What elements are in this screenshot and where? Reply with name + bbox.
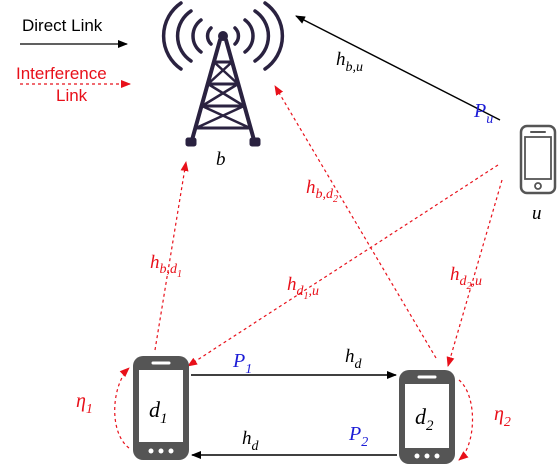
self-loop-d1 <box>114 367 130 449</box>
label-h-bu: hb,u <box>336 49 363 75</box>
label-h-d1u: hd1,u <box>287 274 319 302</box>
base-station-tower-icon <box>161 1 285 147</box>
link-d1-to-b <box>154 161 189 351</box>
d2d-phone-2-icon <box>399 370 455 464</box>
interference-links <box>154 85 503 367</box>
self-loop-d2 <box>458 379 474 461</box>
legend: Direct Link Interference Link <box>16 16 131 105</box>
user-phone-icon <box>519 124 557 195</box>
label-h-bd1: hb,d1 <box>150 252 182 280</box>
label-p-2: P2 <box>348 423 368 450</box>
label-h-bd2: hb,d2 <box>306 177 338 205</box>
base-station-label: b <box>216 149 226 170</box>
label-h-d-top: hd <box>345 346 363 372</box>
label-h-d-bottom: hd <box>242 428 260 454</box>
link-d2-to-b <box>274 85 437 359</box>
user-label: u <box>532 203 542 224</box>
label-h-d2u: hd2,u <box>450 264 482 292</box>
d2d-2-label: d2 <box>415 404 434 434</box>
link-u-to-b <box>295 15 501 121</box>
label-eta-2: η2 <box>494 403 511 430</box>
label-eta-1: η1 <box>76 390 93 417</box>
d2d-phone-1-icon <box>133 356 189 460</box>
link-u-to-d1 <box>187 164 499 367</box>
label-p-1: P1 <box>232 350 252 377</box>
legend-interference-label-2: Link <box>56 86 88 105</box>
legend-direct-label: Direct Link <box>22 16 103 35</box>
link-u-to-d2 <box>446 179 503 367</box>
label-p-u: Pu <box>473 100 493 127</box>
d2d-1-label: d1 <box>149 397 168 427</box>
legend-interference-label-1: Interference <box>16 64 107 83</box>
